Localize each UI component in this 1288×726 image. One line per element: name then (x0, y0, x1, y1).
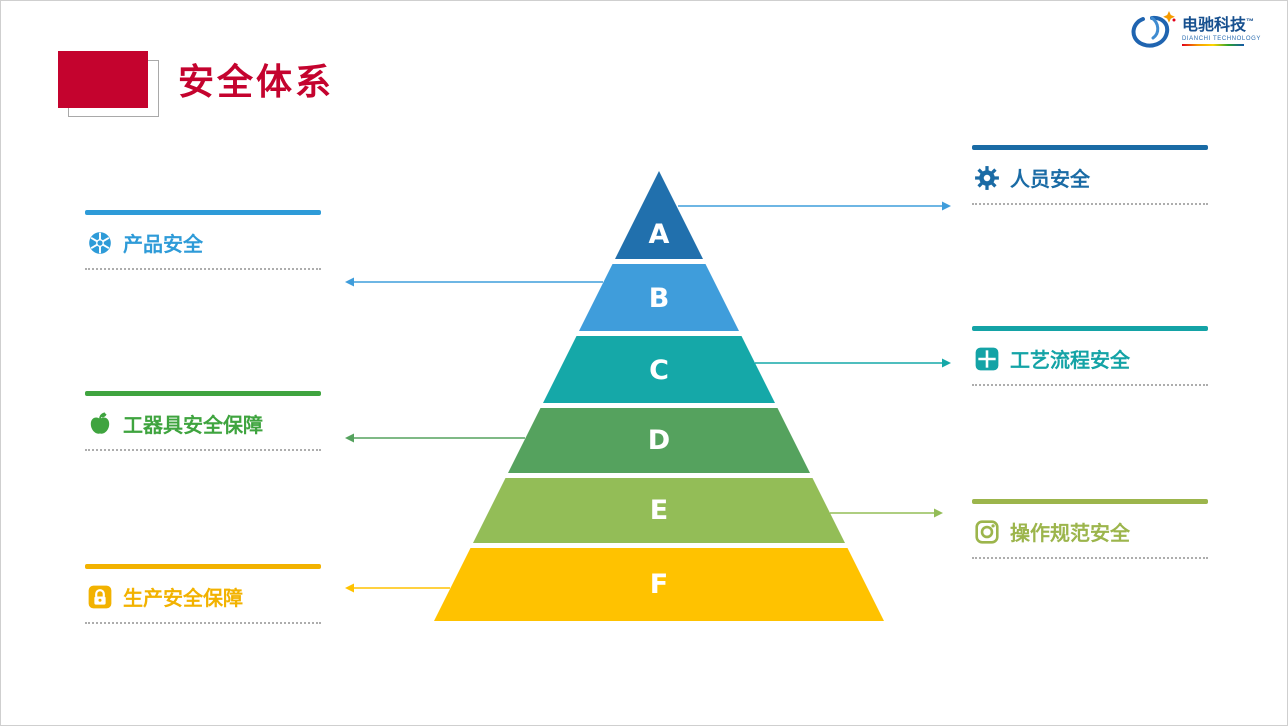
pyramid-level-label-c: C (649, 355, 669, 386)
logo-caption: DIANCHI TECHNOLOGY (1181, 35, 1261, 42)
label-text: 生产安全保障 (123, 588, 243, 610)
label-production-safety: 生产安全保障 (85, 564, 321, 624)
logo-rainbow-bar (1181, 44, 1244, 47)
label-text: 人员安全 (1010, 169, 1090, 191)
pyramid-level-e (473, 478, 845, 543)
dotted-underline (972, 557, 1208, 559)
connector-arrowhead-a (942, 201, 951, 211)
label-product-safety: 产品安全 (85, 210, 321, 270)
lock-icon (87, 584, 113, 610)
company-logo: 电驰科技™ DIANCHI TECHNOLOGY (1127, 9, 1261, 55)
pyramid-level-label-d: D (648, 425, 670, 456)
pyramid-level-a (615, 171, 703, 259)
pyramid-level-d (508, 408, 810, 473)
label-topbar (85, 210, 321, 215)
label-topbar (972, 326, 1208, 331)
logo-text: 电驰科技™ DIANCHI TECHNOLOGY (1181, 16, 1261, 47)
dotted-underline (972, 203, 1208, 205)
connector-arrowhead-b (345, 277, 354, 287)
connector-arrowhead-c (942, 358, 951, 368)
logo-mark (1131, 11, 1176, 48)
label-tool-safety: 工器具安全保障 (85, 391, 321, 451)
label-text: 工器具安全保障 (123, 415, 263, 437)
logo-brand: 电驰科技™ (1181, 16, 1254, 34)
dotted-underline (85, 622, 321, 624)
label-operation-safety: 操作规范安全 (972, 499, 1208, 559)
aperture-icon (87, 230, 113, 256)
window-grid-icon (974, 346, 1000, 372)
connector-arrowhead-e (934, 508, 943, 518)
dotted-underline (972, 384, 1208, 386)
pyramid-level-label-f: F (650, 569, 668, 600)
page-title: 安全体系 (178, 61, 335, 102)
connector-arrowhead-f (345, 583, 354, 593)
pyramid-level-c (543, 336, 775, 403)
label-text: 工艺流程安全 (1010, 350, 1130, 372)
gear-icon (974, 165, 1000, 191)
label-topbar (85, 391, 321, 396)
label-topbar (972, 499, 1208, 504)
dotted-underline (85, 268, 321, 270)
pyramid-level-b (579, 264, 739, 331)
pyramid-level-label-a: A (649, 219, 670, 250)
pyramid-level-label-b: B (649, 283, 670, 314)
trademark: ™ (1245, 16, 1254, 26)
label-topbar (972, 145, 1208, 150)
label-process-safety: 工艺流程安全 (972, 326, 1208, 386)
label-text: 产品安全 (123, 234, 203, 256)
label-text: 操作规范安全 (1010, 523, 1130, 545)
pyramid-level-f (434, 548, 884, 621)
dotted-underline (85, 449, 321, 451)
connector-arrowhead-d (345, 433, 354, 443)
label-personnel-safety: 人员安全 (972, 145, 1208, 205)
label-topbar (85, 564, 321, 569)
apple-icon (87, 411, 113, 437)
pyramid-level-label-e: E (650, 495, 668, 526)
camera-icon (974, 519, 1000, 545)
title-accent-box (58, 51, 148, 108)
